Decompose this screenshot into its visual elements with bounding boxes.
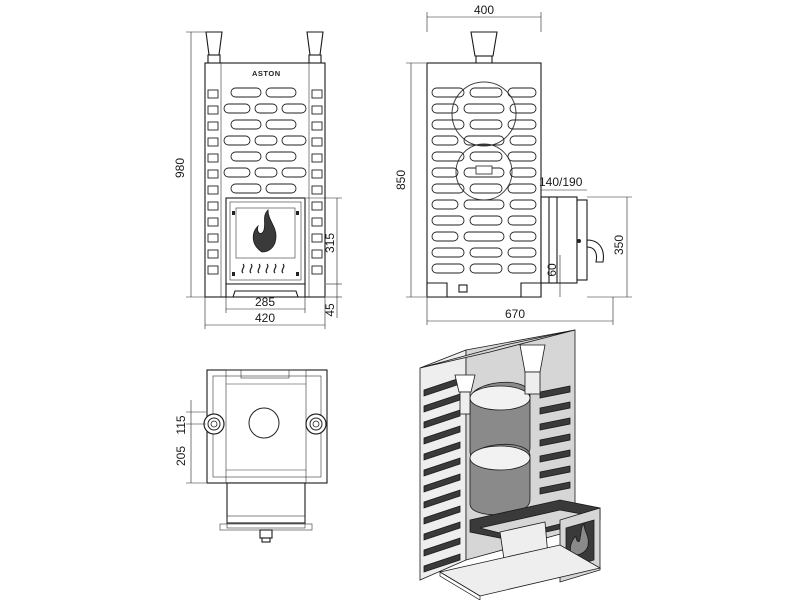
front-base [225,283,306,298]
side-stove-body [426,62,542,298]
front-left-ribs [207,89,219,275]
top-flue-opening [248,407,280,439]
dim-flue-height: 350 [612,235,626,255]
side-pipe [470,31,498,57]
dim-top-upper-offset: 115 [174,415,188,434]
hidden-tank-lower [455,143,513,201]
top-right-pipe [305,413,327,435]
front-slots [223,87,307,194]
dim-front-width: 420 [255,311,275,325]
dim-flue-size: 140/190 [539,175,583,189]
dim-door-width: 285 [255,295,275,309]
iso-left-fins [423,377,461,573]
dim-door-height: 315 [323,233,337,253]
handle-icon [586,239,604,263]
hidden-tank-upper [451,81,517,147]
front-left-pipe [205,31,223,56]
top-left-pipe [203,413,225,435]
top-view: 115 205 [174,369,328,543]
dim-top-lower-offset: 205 [174,446,188,466]
front-view: ASTON [173,31,342,329]
iso-flame-icon [569,523,589,556]
side-slots [431,87,537,274]
flame-icon [252,209,277,253]
iso-right-fins [539,385,571,495]
isometric-cutaway [419,329,602,600]
front-right-ribs [311,89,323,275]
dim-side-top-width: 400 [474,3,494,17]
front-right-pipe [306,31,324,56]
brand-logo: ASTON [252,69,281,78]
dim-flue-offset: 60 [545,263,559,277]
dim-total-depth: 670 [505,307,525,321]
front-door [225,197,306,285]
dim-front-height: 980 [173,158,187,178]
top-flue-extension [226,482,306,524]
side-view: 400 850 140/190 350 60 670 [394,3,632,325]
side-flue-connector [540,196,604,284]
dim-base-height: 45 [323,303,337,317]
iso-side-pipe [454,374,476,393]
dim-side-height: 850 [394,170,408,190]
door-decor [241,263,285,274]
